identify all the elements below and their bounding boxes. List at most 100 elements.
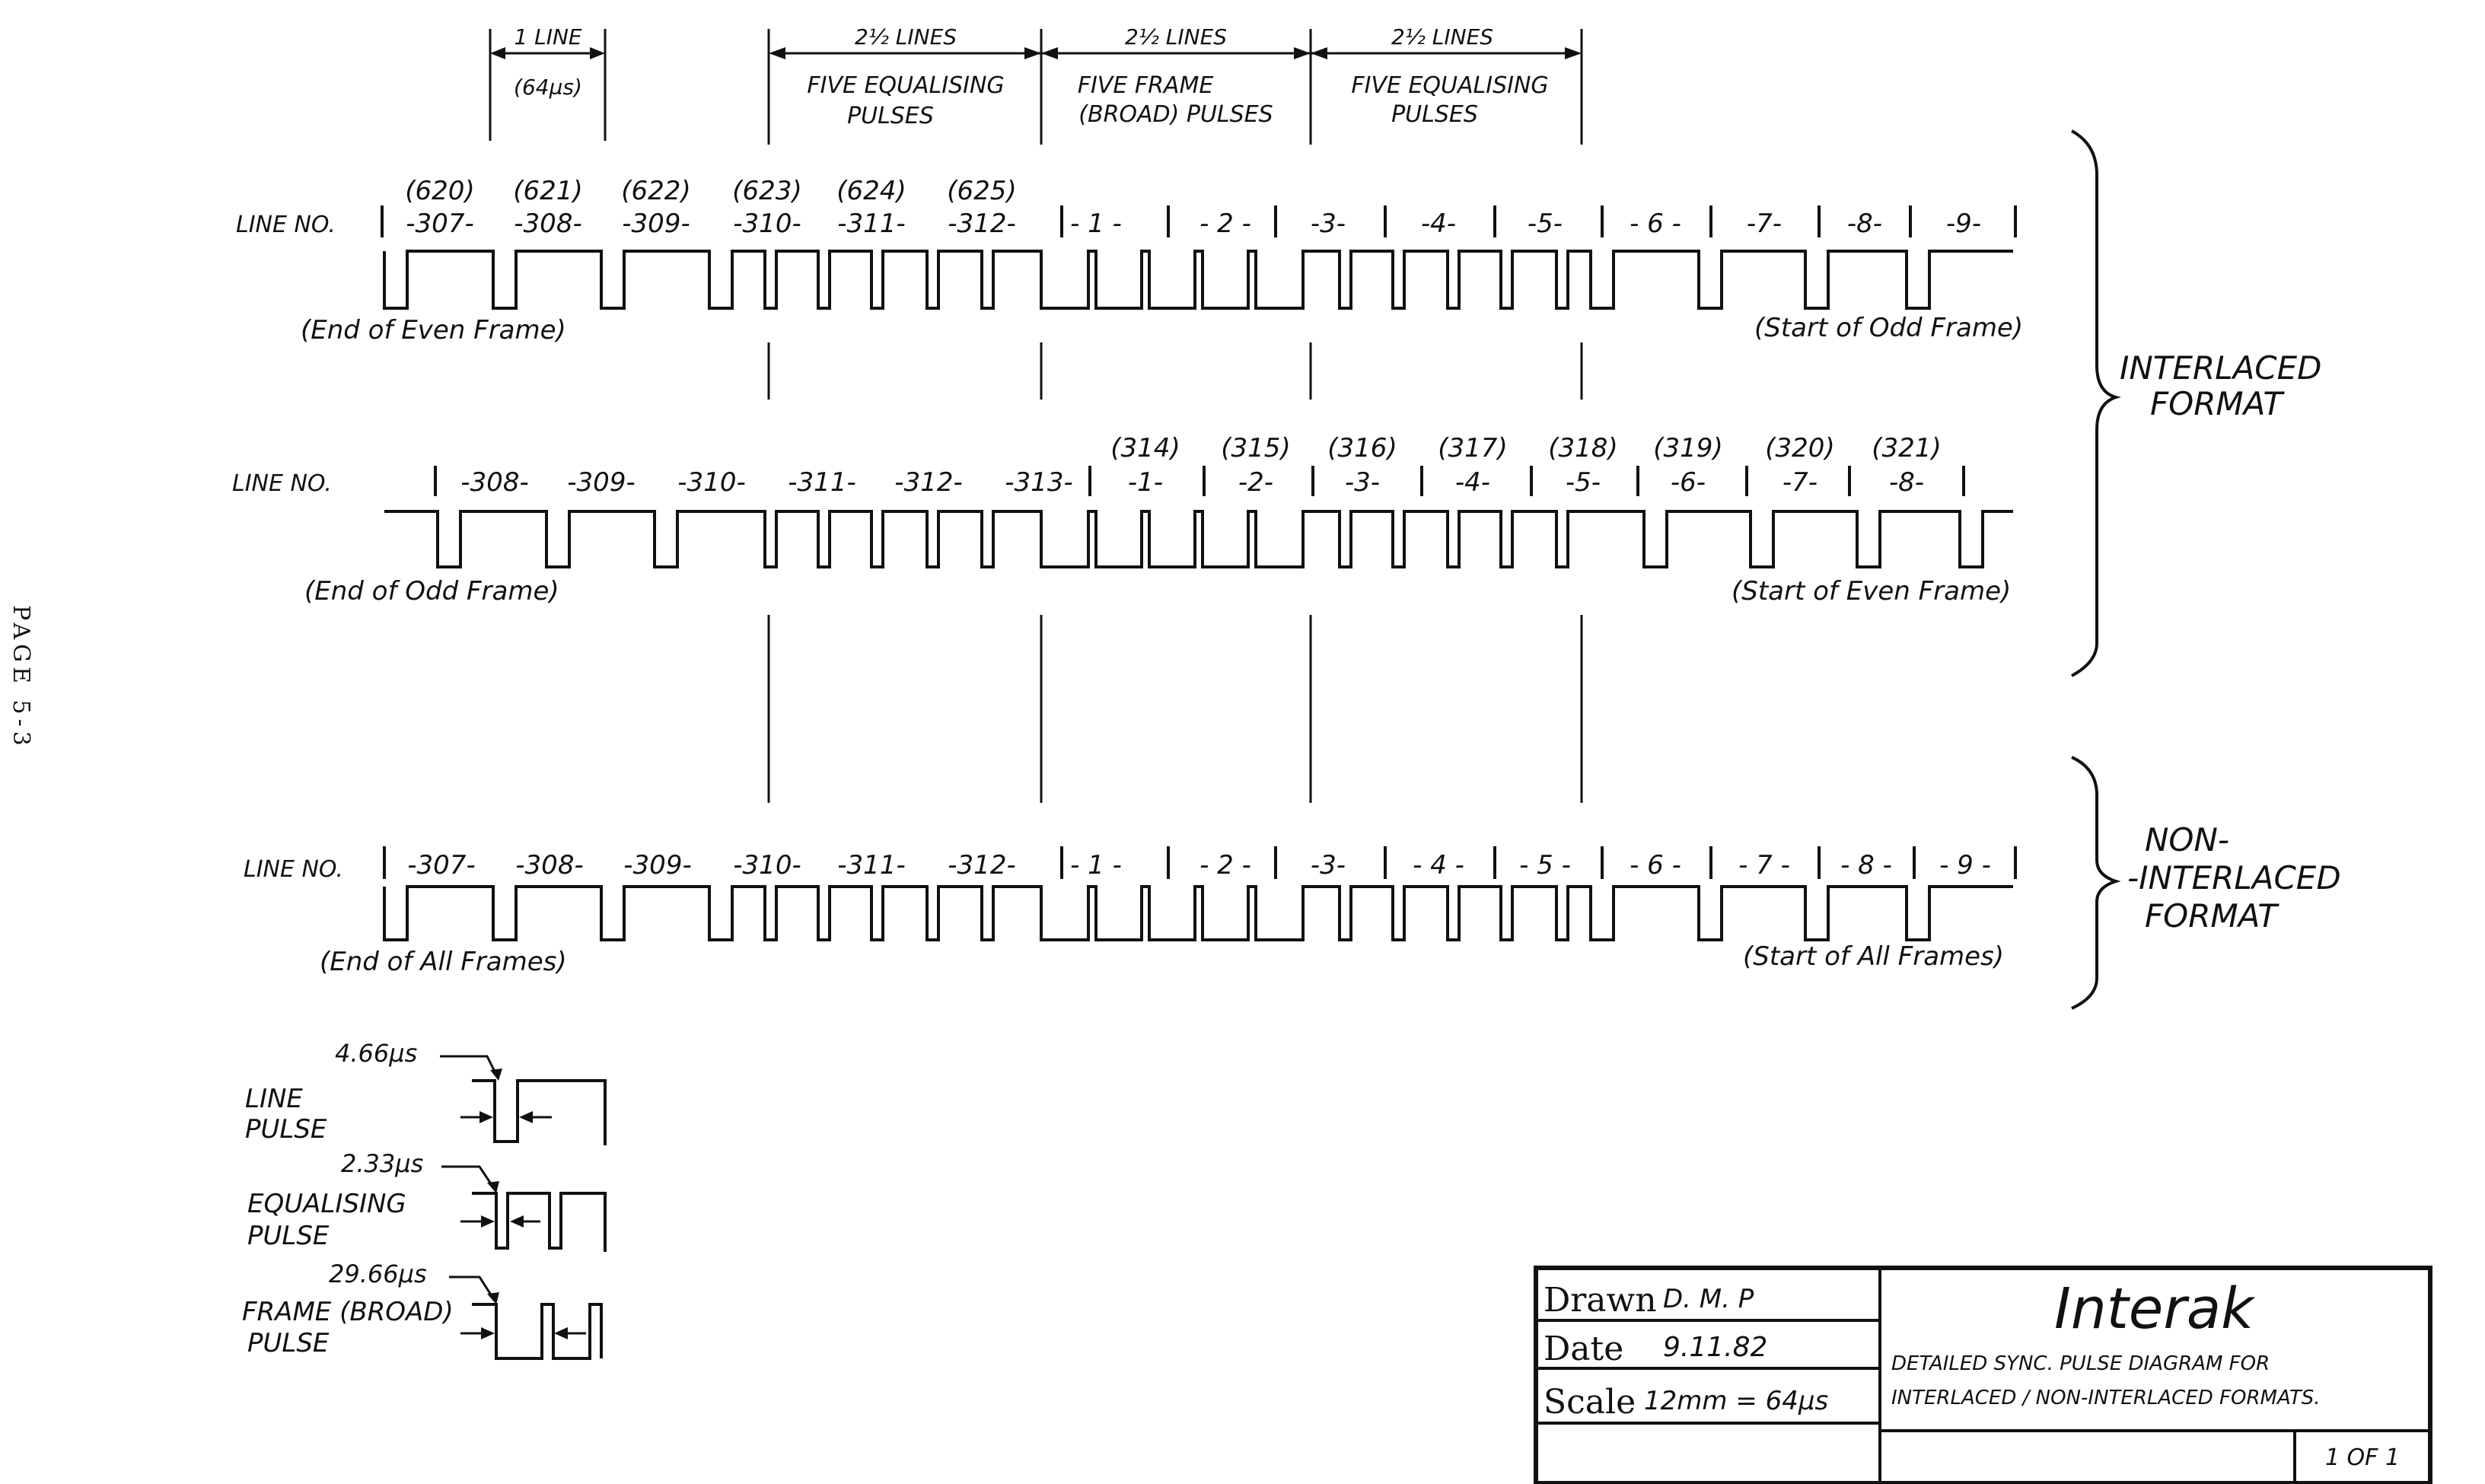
line-number: -310- <box>733 850 801 881</box>
line-number: -312- <box>948 209 1015 239</box>
line-number: -3- <box>1311 209 1346 239</box>
line-number: -307- <box>406 209 473 239</box>
line-number: - 8 - <box>1840 850 1892 881</box>
interlaced-bracket: INTERLACED FORMAT <box>2071 129 2322 677</box>
line-number: -308- <box>514 209 581 239</box>
interlaced-label-2: FORMAT <box>2150 385 2285 422</box>
row3-line-numbers: -307- -308- -309- -310- -311- -312- - 1 … <box>383 846 2017 881</box>
frame-pulse-shape <box>472 1303 603 1360</box>
date-value: 9.11.82 <box>1663 1332 1767 1363</box>
line-number: -2- <box>1238 467 1273 498</box>
line-number: -1- <box>1128 467 1163 498</box>
line-number: -310- <box>733 209 801 239</box>
non-interlaced-label-2: -INTERLACED <box>2127 859 2341 896</box>
line-pulse-name-1: LINE <box>245 1084 303 1114</box>
broad-title-2: (BROAD) PULSES <box>1078 101 1273 128</box>
line-number: -3- <box>1311 850 1346 881</box>
line-number: -308- <box>515 850 583 881</box>
alt-number: (320) <box>1765 433 1834 463</box>
row1-alt-numbers: (620) (621) (622) (623) (624) (625) <box>405 176 1016 206</box>
drawn-value: D. M. P <box>1663 1284 1754 1314</box>
equalising-a-title-1: FIVE EQUALISING <box>807 72 1004 99</box>
line-number: -8- <box>1889 467 1924 498</box>
line-number: -311- <box>837 209 905 239</box>
line-pulse-width: 4.66µs <box>335 1039 417 1068</box>
interlaced-label-1: INTERLACED <box>2120 349 2322 387</box>
line-no-label: LINE NO. <box>232 470 332 497</box>
line-number: -313- <box>1005 467 1072 498</box>
alt-number: (316) <box>1327 433 1397 463</box>
line-number: -309- <box>623 850 691 881</box>
broad-duration: 2½ LINES <box>1125 24 1227 49</box>
sync-waveform <box>383 885 2013 941</box>
frame-pulse-width: 29.66µs <box>329 1259 427 1288</box>
row-non-interlaced: LINE NO. -307- -308- -309- -310- -311- -… <box>244 846 2017 977</box>
line-number: - 4 - <box>1413 850 1464 881</box>
line-number: - 1 - <box>1070 209 1122 239</box>
frame-pulse-name-2: PULSE <box>247 1328 330 1358</box>
line-number: -8- <box>1847 209 1882 239</box>
non-interlaced-label-1: NON- <box>2145 821 2229 858</box>
right-note: (Start of All Frames) <box>1743 941 2004 972</box>
equalising-pulse-name-1: EQUALISING <box>247 1189 406 1219</box>
line-pulse-name-2: PULSE <box>245 1114 327 1145</box>
page-label: PAGE 5-3 <box>8 605 34 750</box>
alt-number: (317) <box>1438 433 1507 463</box>
line-number: -5- <box>1566 467 1601 498</box>
equalising-pulse-shape <box>472 1192 607 1252</box>
right-note: (Start of Even Frame) <box>1732 576 2011 607</box>
company-name: Interak <box>2054 1276 2256 1342</box>
line-number: -310- <box>677 467 745 498</box>
alt-number: (315) <box>1221 433 1290 463</box>
line-number: -4- <box>1455 467 1490 498</box>
row-interlaced-even: LINE NO. (314) (315) (316) (317) (318) (… <box>232 433 2013 607</box>
alt-number: (622) <box>621 176 690 206</box>
row2-alt-numbers: (314) (315) (316) (317) (318) (319) (320… <box>1110 433 1941 463</box>
sheet-number: 1 OF 1 <box>2325 1444 2400 1471</box>
sync-waveform <box>384 510 2013 568</box>
line-pulse-shape <box>472 1079 607 1145</box>
broad-title-1: FIVE FRAME <box>1078 72 1214 99</box>
line-number: - 6 - <box>1630 209 1681 239</box>
right-note: (Start of Odd Frame) <box>1754 313 2023 343</box>
line-number: - 1 - <box>1070 850 1122 881</box>
equalising-a-duration: 2½ LINES <box>855 24 957 49</box>
phase-guides-2 <box>767 615 1583 803</box>
row1-line-numbers: -307- -308- -309- -310- -311- -312- - 1 … <box>381 205 2017 239</box>
title-block: Drawn D. M. P Date 9.11.82 Scale 12mm = … <box>1534 1266 2432 1484</box>
row-interlaced-odd: LINE NO. (620) (621) (622) (623) (624) (… <box>236 176 2023 346</box>
alt-number: (621) <box>513 176 582 206</box>
line-number: -9- <box>1946 209 1981 239</box>
line-number: -312- <box>894 467 962 498</box>
phase-guides-1 <box>767 342 1583 400</box>
one-line-duration: (64µs) <box>514 75 582 100</box>
drawing-description-2: INTERLACED / NON-INTERLACED FORMATS. <box>1891 1387 2321 1409</box>
line-number: - 9 - <box>1939 850 1991 881</box>
one-line-label: 1 LINE <box>514 24 582 49</box>
line-number: - 7 - <box>1738 850 1790 881</box>
left-note: (End of Even Frame) <box>301 315 566 346</box>
line-number: -4- <box>1421 209 1456 239</box>
equalising-b-title-1: FIVE EQUALISING <box>1351 72 1548 99</box>
line-number: -312- <box>948 850 1015 881</box>
line-number: - 2 - <box>1199 209 1251 239</box>
non-interlaced-bracket: NON- -INTERLACED FORMAT <box>2071 756 2341 1010</box>
row2-line-numbers: -308- -309- -310- -311- -312- -313- -1- … <box>434 466 1965 498</box>
drawing-description-1: DETAILED SYNC. PULSE DIAGRAM FOR <box>1891 1352 2270 1375</box>
alt-number: (314) <box>1110 433 1180 463</box>
alt-number: (625) <box>947 176 1016 206</box>
equalising-b-duration: 2½ LINES <box>1391 24 1493 49</box>
line-number: -7- <box>1783 467 1818 498</box>
top-annotations: 1 LINE (64µs) 2½ LINES FIVE EQUALISING P… <box>489 24 1583 145</box>
left-note: (End of All Frames) <box>320 947 567 977</box>
line-number: -309- <box>567 467 635 498</box>
alt-number: (318) <box>1548 433 1617 463</box>
alt-number: (620) <box>405 176 474 206</box>
line-number: -6- <box>1671 467 1706 498</box>
scale-label: Scale <box>1544 1383 1636 1422</box>
date-label: Date <box>1544 1330 1623 1368</box>
line-number: -311- <box>788 467 855 498</box>
pulse-legend: 4.66µs LINE PULSE 2.33µs EQUALISING PULS… <box>242 1039 607 1360</box>
equalising-b-title-2: PULSES <box>1391 101 1478 128</box>
